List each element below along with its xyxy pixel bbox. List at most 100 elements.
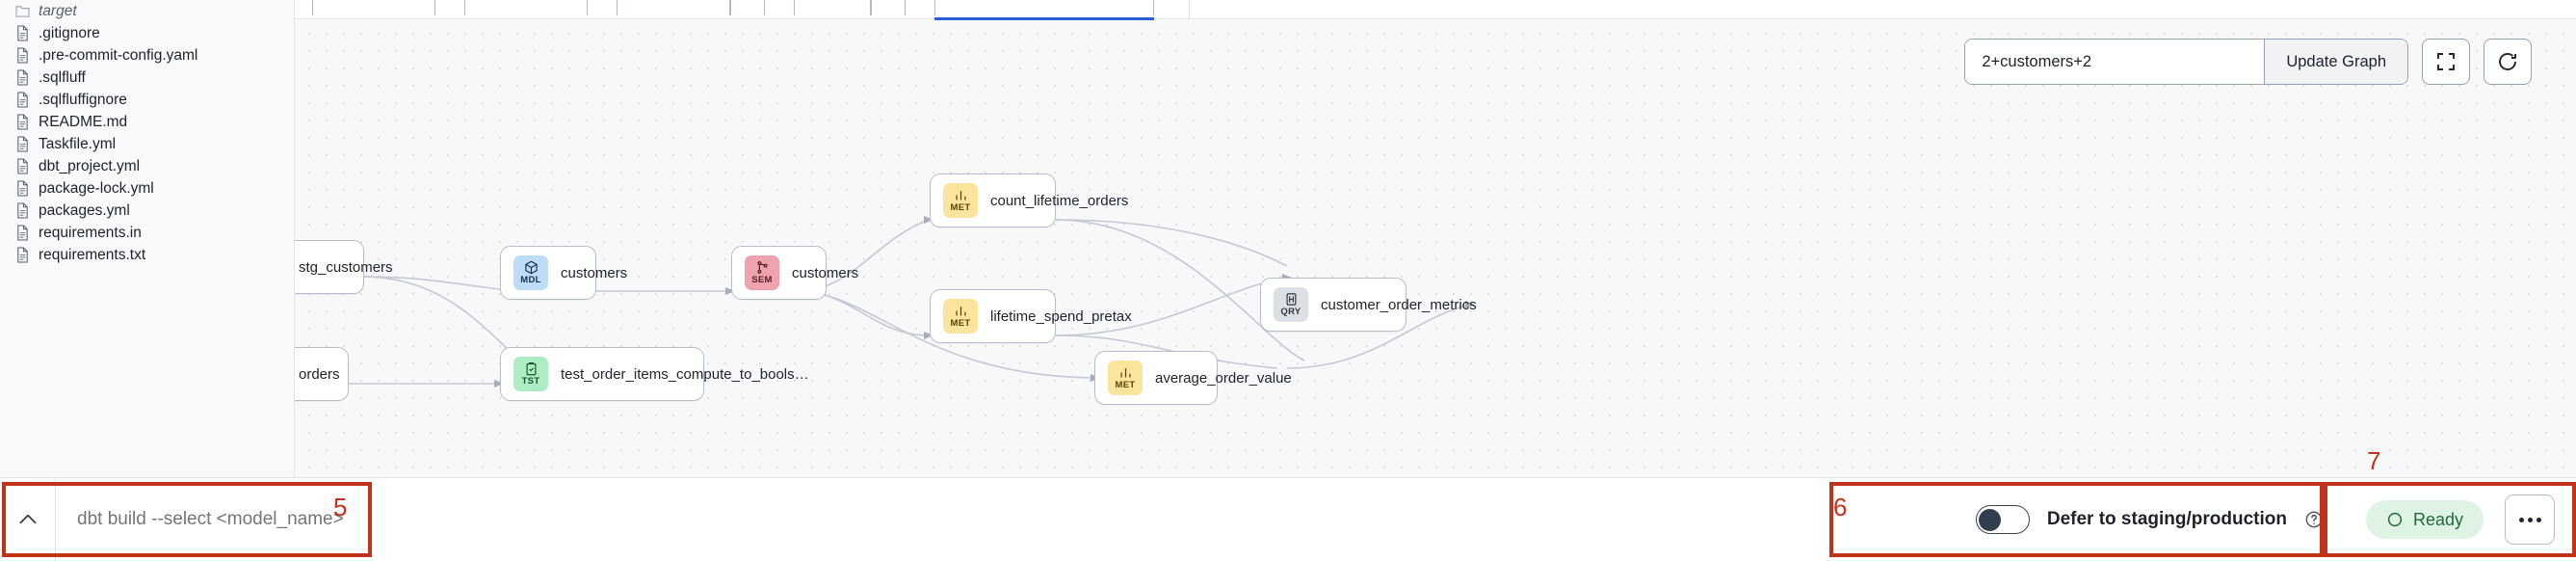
editor-tab-stub[interactable] xyxy=(730,0,765,15)
bar-chart-icon xyxy=(1120,368,1130,378)
file-name: README.md xyxy=(39,113,128,130)
node-kind-text: TST xyxy=(521,376,540,387)
node-kind-text: MET xyxy=(950,318,971,330)
clipboard-check-icon xyxy=(526,362,536,376)
file-name: requirements.in xyxy=(39,224,142,241)
file-name: dbt_project.yml xyxy=(39,157,141,174)
query-icon xyxy=(1286,293,1296,306)
dbt-command-input[interactable] xyxy=(56,509,557,530)
file-item[interactable]: target xyxy=(0,0,294,22)
ellipsis-icon xyxy=(2518,517,2524,522)
editor-tab-stub[interactable] xyxy=(312,0,435,15)
graph-node-met-lifetime-spend-pretax[interactable]: MET lifetime_spend_pretax xyxy=(930,289,1132,343)
file-name: .sqlfluff xyxy=(39,68,86,86)
node-kind-text: MDL xyxy=(520,275,541,286)
more-options-button[interactable] xyxy=(2505,494,2555,545)
graph-toolbar: Update Graph xyxy=(1964,39,2532,85)
graph-node-label: test_order_items_compute_to_bools… xyxy=(561,365,809,383)
defer-toggle[interactable] xyxy=(1975,505,2030,534)
file-icon xyxy=(17,136,28,152)
node-kind-badge-tst: TST xyxy=(513,357,548,391)
file-icon xyxy=(17,180,28,197)
fullscreen-button[interactable] xyxy=(2422,39,2470,85)
graph-node-mdl-customers[interactable]: MDL customers xyxy=(500,246,627,300)
tabstrip-divider xyxy=(1189,0,1190,19)
file-icon xyxy=(17,69,28,86)
lineage-graph-canvas[interactable]: stg_customers orders MDL customers TST t… xyxy=(295,0,2576,477)
update-graph-button[interactable]: Update Graph xyxy=(2264,40,2407,84)
node-kind-badge-met: MET xyxy=(943,183,978,218)
graph-node-label: customer_order_metrics xyxy=(1321,296,1477,313)
graph-node-label: stg_customers xyxy=(299,258,393,276)
file-item[interactable]: requirements.in xyxy=(0,222,294,244)
file-item[interactable]: package-lock.yml xyxy=(0,177,294,200)
graph-selector-group: Update Graph xyxy=(1964,39,2408,85)
graph-node-label: lifetime_spend_pretax xyxy=(990,307,1132,325)
node-kind-text: SEM xyxy=(751,275,773,286)
file-icon xyxy=(17,158,28,174)
bottom-bar-right: Defer to staging/production Ready xyxy=(1914,478,2576,561)
toggle-knob xyxy=(1979,508,2002,531)
semantic-icon xyxy=(756,261,768,275)
refresh-icon xyxy=(2499,53,2516,70)
file-icon xyxy=(17,225,28,241)
editor-tab-stub[interactable] xyxy=(617,0,730,15)
graph-node-sem-customers[interactable]: SEM customers xyxy=(731,246,858,300)
file-icon xyxy=(17,114,28,130)
file-name: Taskfile.yml xyxy=(39,135,117,152)
graph-node-tst-order-items[interactable]: TST test_order_items_compute_to_bools… xyxy=(500,347,809,401)
file-name: requirements.txt xyxy=(39,246,146,263)
file-item[interactable]: README.md xyxy=(0,111,294,133)
refresh-graph-button[interactable] xyxy=(2484,39,2532,85)
editor-tab-stub[interactable] xyxy=(794,0,871,15)
graph-node-met-average-order-value[interactable]: MET average_order_value xyxy=(1094,351,1292,405)
graph-selector-input[interactable] xyxy=(1965,40,2265,84)
graph-node-label: customers xyxy=(792,264,859,281)
editor-tab-stub[interactable] xyxy=(464,0,588,15)
file-item[interactable]: .sqlfluff xyxy=(0,67,294,89)
graph-node-stg-customers[interactable]: stg_customers xyxy=(295,240,393,294)
graph-node-met-count-lifetime-orders[interactable]: MET count_lifetime_orders xyxy=(930,174,1128,227)
file-explorer-panel: target .gitignore .pre-commit-config.yaml.… xyxy=(0,0,295,477)
file-icon xyxy=(17,47,28,64)
file-icon xyxy=(17,25,28,41)
file-item[interactable]: Taskfile.yml xyxy=(0,133,294,155)
editor-tab-stub[interactable] xyxy=(871,0,906,15)
node-kind-badge-sem: SEM xyxy=(745,255,779,290)
graph-node-qry-customer-order-metrics[interactable]: QRY customer_order_metrics xyxy=(1260,278,1477,332)
cube-icon xyxy=(524,260,538,275)
editor-tab-active[interactable] xyxy=(934,0,1154,15)
graph-node-label: orders xyxy=(299,365,340,383)
chevron-up-icon xyxy=(18,514,37,524)
file-item[interactable]: dbt_project.yml xyxy=(0,155,294,177)
expand-icon xyxy=(2437,53,2455,70)
expand-console-button[interactable] xyxy=(0,477,56,561)
file-item[interactable]: .pre-commit-config.yaml xyxy=(0,44,294,67)
file-item[interactable]: .sqlfluffignore xyxy=(0,89,294,111)
file-item[interactable]: .gitignore xyxy=(0,22,294,44)
file-item[interactable]: packages.yml xyxy=(0,200,294,222)
active-tab-underline xyxy=(934,17,1154,20)
graph-node-label: customers xyxy=(561,264,628,281)
file-name: package-lock.yml xyxy=(39,179,154,197)
file-icon xyxy=(17,202,28,219)
file-name: .sqlfluffignore xyxy=(39,91,127,108)
node-kind-badge-met: MET xyxy=(943,299,978,334)
ellipsis-icon xyxy=(2536,517,2541,522)
defer-toggle-group: Defer to staging/production xyxy=(1914,505,2343,534)
file-name: .gitignore xyxy=(39,24,100,41)
file-name: .pre-commit-config.yaml xyxy=(39,46,198,64)
graph-node-label: count_lifetime_orders xyxy=(990,192,1129,209)
node-kind-text: QRY xyxy=(1280,307,1301,318)
graph-node-stg-orders[interactable]: orders xyxy=(295,347,349,401)
folder-icon xyxy=(15,6,30,17)
node-kind-text: MET xyxy=(950,202,971,214)
question-circle-icon[interactable] xyxy=(2304,510,2324,529)
file-name: packages.yml xyxy=(39,201,130,219)
graph-node-label: average_order_value xyxy=(1155,369,1292,387)
file-item[interactable]: requirements.txt xyxy=(0,244,294,266)
file-icon xyxy=(17,247,28,263)
file-icon xyxy=(17,92,28,108)
bar-chart-icon xyxy=(956,307,965,316)
